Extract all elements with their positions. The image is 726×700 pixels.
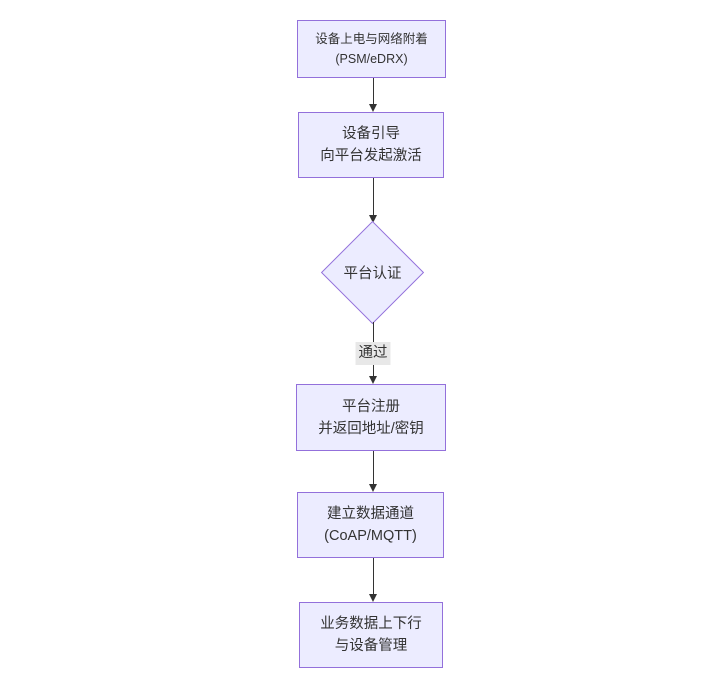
node-platform-register-line2: 并返回地址/密钥 xyxy=(318,420,424,437)
arrow-shaft xyxy=(373,78,374,107)
node-bootstrap-line2: 向平台发起激活 xyxy=(320,148,422,164)
node-power-network-attach-line2: (PSM/eDRX) xyxy=(335,52,408,66)
decision-platform-auth-label: 平台认证 xyxy=(343,266,402,282)
arrowhead-icon xyxy=(369,484,377,492)
decision-platform-auth: 平台认证 xyxy=(320,220,425,325)
node-platform-register-line1: 平台注册 xyxy=(342,398,400,415)
arrowhead-icon xyxy=(369,376,377,384)
node-power-network-attach-line1: 设备上电与网络附着 xyxy=(315,32,428,46)
arrow-shaft xyxy=(373,451,374,487)
edge-label-pass: 通过 xyxy=(355,342,391,365)
node-bootstrap: 设备引导 向平台发起激活 xyxy=(298,112,444,178)
node-business-data-line2: 与设备管理 xyxy=(334,638,408,654)
node-data-channel: 建立数据通道 (CoAP/MQTT) xyxy=(297,492,444,558)
arrow-shaft xyxy=(373,558,374,597)
arrow-register-to-channel xyxy=(368,451,378,492)
node-business-data-line1: 业务数据上下行 xyxy=(320,616,422,632)
arrow-shaft xyxy=(373,178,374,218)
arrowhead-icon xyxy=(369,215,377,223)
node-business-data: 业务数据上下行 与设备管理 xyxy=(299,602,443,668)
node-bootstrap-line1: 设备引导 xyxy=(342,126,400,142)
node-platform-register: 平台注册 并返回地址/密钥 xyxy=(296,384,446,451)
arrowhead-icon xyxy=(369,104,377,112)
arrow-attach-to-bootstrap xyxy=(368,78,378,112)
arrowhead-icon xyxy=(369,594,377,602)
node-data-channel-line2: (CoAP/MQTT) xyxy=(324,528,417,544)
node-power-network-attach: 设备上电与网络附着 (PSM/eDRX) xyxy=(297,20,446,78)
arrow-channel-to-business xyxy=(368,558,378,602)
arrow-bootstrap-to-auth xyxy=(368,178,378,223)
node-data-channel-line1: 建立数据通道 xyxy=(327,506,414,522)
